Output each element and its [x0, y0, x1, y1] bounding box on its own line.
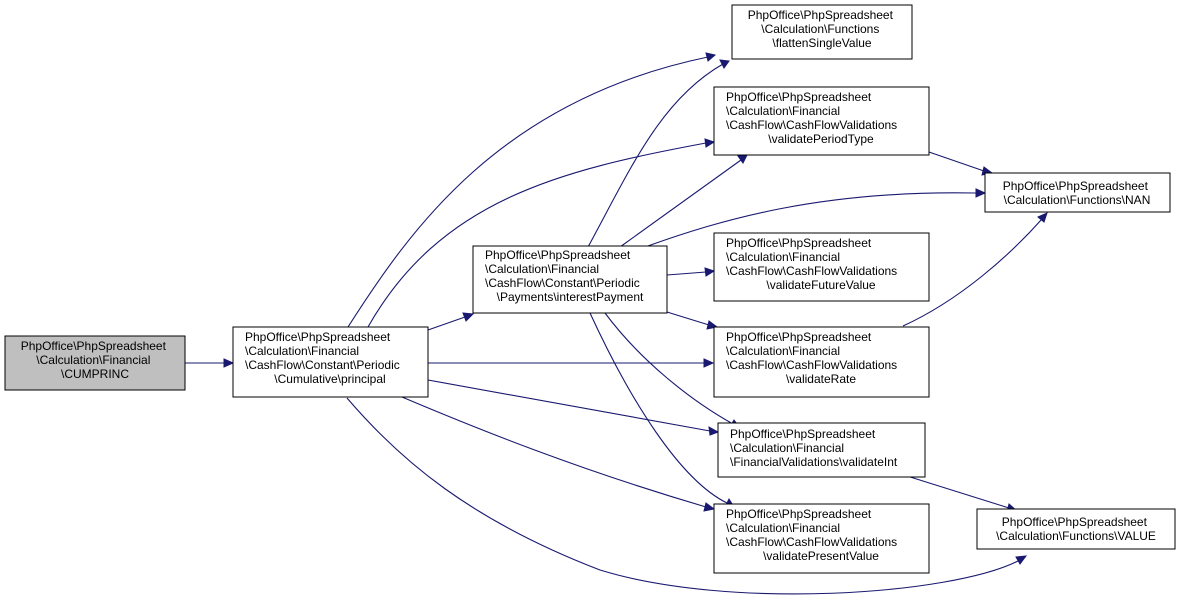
edge-interest-payment-to-nan — [644, 188, 987, 248]
edge-interest-payment-to-validate-rate — [666, 311, 719, 330]
edge-validate-period-type-to-nan — [928, 151, 994, 176]
node-interest-payment[interactable]: PhpOffice\PhpSpreadsheet \Calculation\Fi… — [472, 245, 668, 314]
node-value[interactable]: PhpOffice\PhpSpreadsheet \Calculation\Fu… — [976, 508, 1176, 550]
edge-principal-to-value — [346, 397, 1028, 595]
edge-principal-to-flatten-single-value — [347, 52, 717, 328]
svg-text:PhpOffice\PhpSpreadsheet: PhpOffice\PhpSpreadsheet \Calculation\Fi… — [21, 339, 170, 381]
svg-text:PhpOffice\PhpSpreadsheet: PhpOffice\PhpSpreadsheet \Calculation\Fi… — [726, 330, 901, 386]
node-cumprinc[interactable]: PhpOffice\PhpSpreadsheet \Calculation\Fi… — [4, 335, 186, 391]
edge-interest-payment-to-validate-future-value — [666, 267, 716, 277]
svg-text:PhpOffice\PhpSpreadsheet: PhpOffice\PhpSpreadsheet \Calculation\Fi… — [485, 248, 644, 304]
svg-text:PhpOffice\PhpSpreadsheet: PhpOffice\PhpSpreadsheet \Calculation\Fu… — [1003, 179, 1152, 207]
edge-principal-to-interest-payment — [427, 312, 475, 331]
svg-text:PhpOffice\PhpSpreadsheet: PhpOffice\PhpSpreadsheet \Calculation\Fi… — [726, 507, 901, 563]
edge-interest-payment-to-flatten-single-value — [587, 59, 730, 248]
edge-principal-to-validate-present-value — [401, 396, 716, 512]
node-validate-period-type[interactable]: PhpOffice\PhpSpreadsheet \Calculation\Fi… — [713, 86, 930, 156]
edge-interest-payment-to-validate-present-value — [589, 312, 735, 508]
node-validate-present-value[interactable]: PhpOffice\PhpSpreadsheet \Calculation\Fi… — [713, 503, 930, 574]
node-flatten-single-value[interactable]: PhpOffice\PhpSpreadsheet \Calculation\Fu… — [731, 4, 913, 60]
svg-text:PhpOffice\PhpSpreadsheet: PhpOffice\PhpSpreadsheet \Calculation\Fi… — [730, 427, 898, 469]
node-principal[interactable]: PhpOffice\PhpSpreadsheet \Calculation\Fi… — [232, 326, 429, 398]
svg-text:PhpOffice\PhpSpreadsheet: PhpOffice\PhpSpreadsheet \Calculation\Fi… — [726, 90, 901, 146]
edge-principal-to-validate-period-type — [367, 138, 716, 328]
node-validate-int[interactable]: PhpOffice\PhpSpreadsheet \Calculation\Fi… — [717, 422, 926, 478]
edge-validate-rate-to-nan — [902, 212, 1048, 327]
svg-text:PhpOffice\PhpSpreadsheet: PhpOffice\PhpSpreadsheet \Calculation\Fu… — [748, 8, 897, 50]
node-validate-rate[interactable]: PhpOffice\PhpSpreadsheet \Calculation\Fi… — [713, 326, 930, 398]
node-validate-future-value[interactable]: PhpOffice\PhpSpreadsheet \Calculation\Fi… — [713, 232, 930, 302]
svg-text:PhpOffice\PhpSpreadsheet: PhpOffice\PhpSpreadsheet \Calculation\Fi… — [245, 330, 403, 386]
svg-text:PhpOffice\PhpSpreadsheet: PhpOffice\PhpSpreadsheet \Calculation\Fu… — [996, 515, 1156, 543]
node-nan[interactable]: PhpOffice\PhpSpreadsheet \Calculation\Fu… — [984, 172, 1171, 213]
edge-cumprinc-to-principal — [185, 358, 235, 368]
svg-text:PhpOffice\PhpSpreadsheet: PhpOffice\PhpSpreadsheet \Calculation\Fi… — [726, 236, 901, 292]
edge-principal-to-validate-rate — [428, 358, 715, 368]
edge-principal-to-validate-int — [427, 379, 720, 436]
